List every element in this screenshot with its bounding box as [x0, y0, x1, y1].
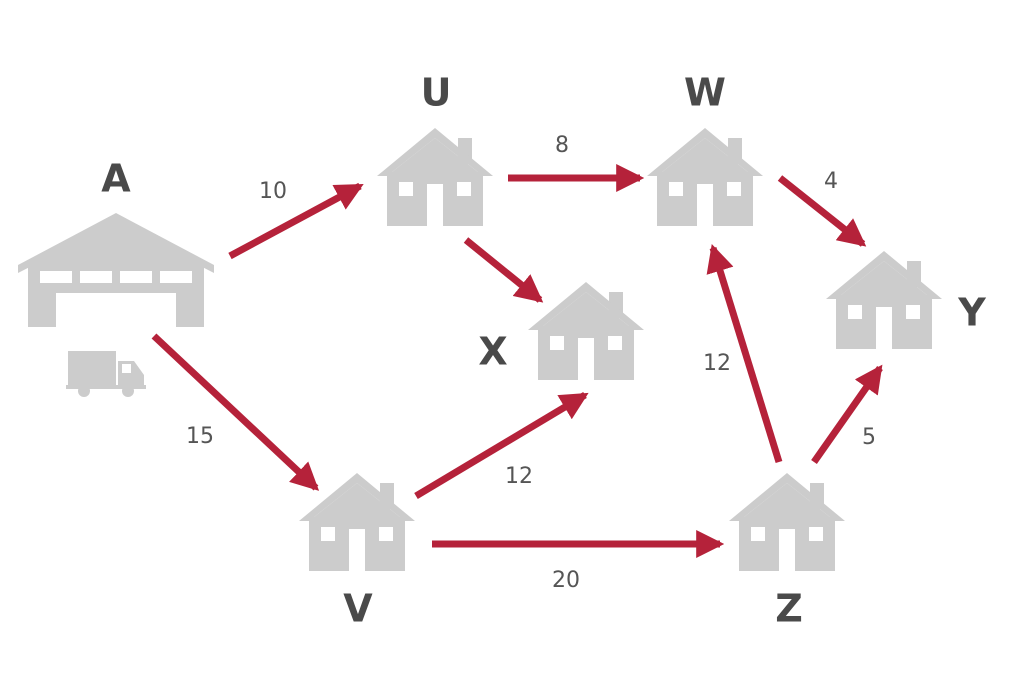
arrow-v-x [414, 391, 589, 500]
node-label-z: Z [775, 587, 803, 631]
house-icon [528, 282, 644, 380]
house-icon [826, 251, 942, 349]
edge-weight-u-w: 8 [555, 133, 569, 158]
node-label-a: A [101, 157, 131, 201]
arrow-z-w [706, 243, 783, 464]
delivery-truck-icon [66, 351, 146, 397]
arrow-w-y [777, 175, 867, 247]
edge-weight-w-y: 4 [824, 169, 838, 194]
house-icon [729, 473, 845, 571]
house-icon [299, 473, 415, 571]
house-icon [647, 128, 763, 226]
edge-weight-a-v: 15 [186, 424, 214, 449]
edge-weight-v-x: 12 [505, 464, 533, 489]
node-label-y: Y [957, 291, 986, 335]
edge-weight-z-y: 5 [862, 425, 876, 450]
edge-weight-z-w: 12 [703, 351, 731, 376]
arrow-z-y [811, 364, 883, 465]
warehouse-icon [18, 213, 214, 327]
node-label-w: W [684, 71, 726, 115]
arrow-a-v [151, 333, 320, 491]
arrow-a-u [228, 182, 364, 260]
node-label-v: V [343, 587, 373, 631]
node-label-x: X [478, 330, 507, 374]
arrow-u-x [463, 237, 544, 303]
node-label-u: U [421, 71, 452, 115]
house-icon [377, 128, 493, 226]
edge-weight-v-z: 20 [552, 568, 580, 593]
edge-weight-a-u: 10 [259, 179, 287, 204]
